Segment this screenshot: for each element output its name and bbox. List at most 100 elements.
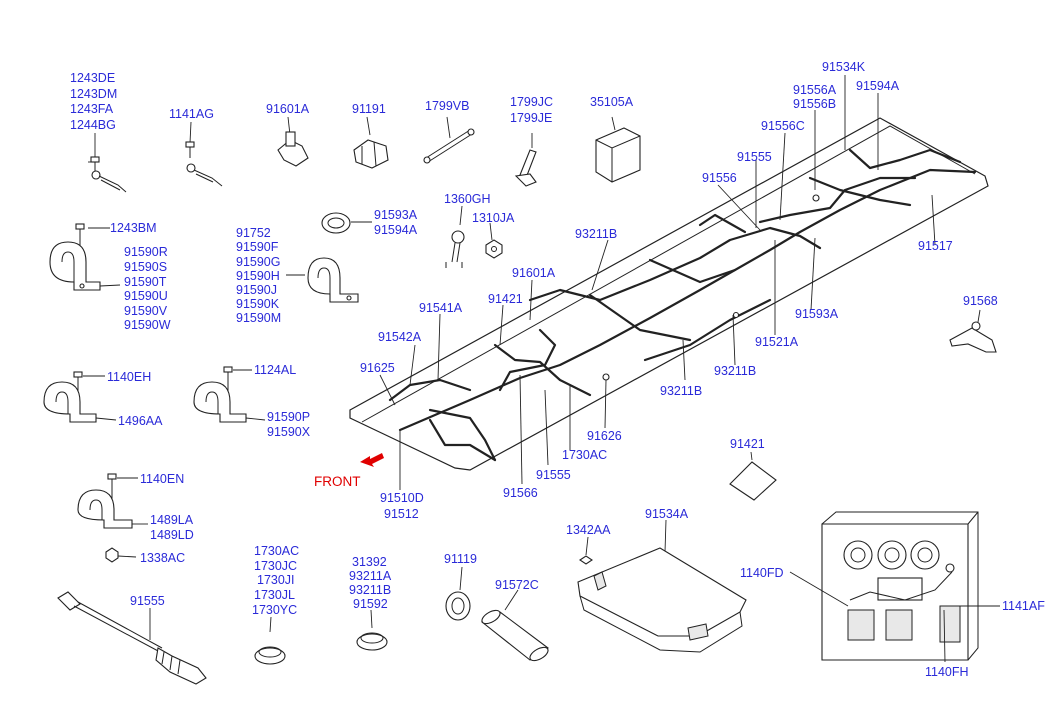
clamp-bracket-part [49,223,121,291]
label-91590s: 91590S [124,260,167,274]
clamp-bracket-part [43,371,117,423]
label-91590m: 91590M [236,311,281,325]
label-91566: 91566 [503,486,538,500]
clamp-part [514,133,537,187]
strap-part [423,116,475,164]
label-1244bg: 1244BG [70,118,116,132]
bolt-cable-part [185,121,223,187]
corrugated-tube-part [481,589,549,662]
label-91556: 91556 [702,171,737,185]
label-91512: 91512 [384,507,419,521]
label-1243de: 1243DE [70,71,115,85]
part-labels: 1243DE 1243DM 1243FA 1244BG 1141AG 91601… [70,60,1045,679]
pad-part [729,451,777,501]
grommet-ring-part [254,616,286,665]
junction-box-part [789,511,1000,663]
label-91542a: 91542A [378,330,422,344]
label-91555-mid: 91555 [536,468,571,482]
control-module-part [577,519,747,653]
label-1140fh: 1140FH [925,665,969,679]
grommet-icon [812,194,820,202]
label-91590v: 91590V [124,304,168,318]
grommet-ring-part [445,566,471,621]
label-91541a: 91541A [419,301,463,315]
floor-panel [349,117,989,471]
label-91590h: 91590H [236,269,280,283]
label-91590k: 91590K [236,297,280,311]
label-91521a: 91521A [755,335,799,349]
label-1799jc: 1799JC [510,95,553,109]
floor-panel-edge [361,125,976,423]
label-91421-right: 91421 [730,437,765,451]
label-93211b-right: 93211B [714,364,756,378]
label-91590w: 91590W [124,318,171,332]
label-1496aa: 1496AA [118,414,163,428]
front-arrow-icon [360,453,384,467]
label-91593a-left: 91593A [374,208,418,222]
label-93211b-bottom: 93211B [349,583,391,597]
label-1124al: 1124AL [254,363,296,377]
label-93211b-top: 93211B [575,227,617,241]
label-91555-bottom: 91555 [130,594,165,608]
clamp-bracket-part [193,366,266,423]
label-1243dm: 1243DM [70,87,117,101]
label-1730ji: 1730JI [257,573,295,587]
front-label: FRONT [314,474,361,489]
label-1730jl: 1730JL [254,588,295,602]
label-93211a: 93211A [349,569,392,583]
grommet-ring-part [356,609,388,651]
harness-branch [588,293,692,342]
label-91590u: 91590U [124,289,168,303]
label-1489ld: 1489LD [150,528,194,542]
label-31392: 31392 [352,555,387,569]
clamp-bracket-part [77,473,148,563]
label-1140fd: 1140FD [740,566,784,580]
harness-main-trunk [398,168,977,432]
grommet-ring-part [321,212,372,234]
label-1310ja: 1310JA [472,211,515,225]
label-91625: 91625 [360,361,395,375]
harness-branch [428,418,497,462]
label-1799vb: 1799VB [425,99,469,113]
harness-branch [528,226,822,302]
harness-branch [648,258,737,284]
label-91555-top: 91555 [737,150,772,164]
label-91590t: 91590T [124,275,167,289]
callout-leaders [379,75,936,490]
label-1730ac-bottom: 1730AC [254,544,299,558]
label-91572c: 91572C [495,578,539,592]
label-1140eh: 1140EH [107,370,151,384]
label-93211b-mid: 93211B [660,384,702,398]
label-1730yc: 1730YC [252,603,297,617]
label-91593a-right: 91593A [795,307,839,321]
label-91590p: 91590P [267,410,310,424]
harness-branch [808,176,912,207]
harness-branch [388,378,472,402]
label-1338ac: 1338AC [140,551,185,565]
label-91594a-top: 91594A [856,79,900,93]
bolt-cable-part [90,133,127,193]
label-1489la: 1489LA [150,513,194,527]
label-1730jc: 1730JC [254,559,297,573]
label-91510d: 91510D [380,491,424,505]
label-1140en: 1140EN [140,472,184,486]
label-1342aa: 1342AA [566,523,611,537]
label-1243fa: 1243FA [70,102,114,116]
nut-part [485,222,503,259]
floor-wiring-harness [349,117,989,471]
label-91590f: 91590F [236,240,279,254]
label-91601a-top: 91601A [266,102,310,116]
label-91590j: 91590J [236,283,277,297]
grommet-icon [732,311,740,319]
harness-branch [428,408,497,462]
bracket-part [595,116,641,183]
label-91626: 91626 [587,429,622,443]
connector-rod-part [57,591,207,685]
label-91534a: 91534A [645,507,689,521]
harness-branch [758,176,917,224]
label-91556a: 91556A [793,83,837,97]
label-1730ac-mid: 1730AC [562,448,607,462]
label-1141af: 1141AF [1002,599,1045,613]
label-91590x: 91590X [267,425,311,439]
